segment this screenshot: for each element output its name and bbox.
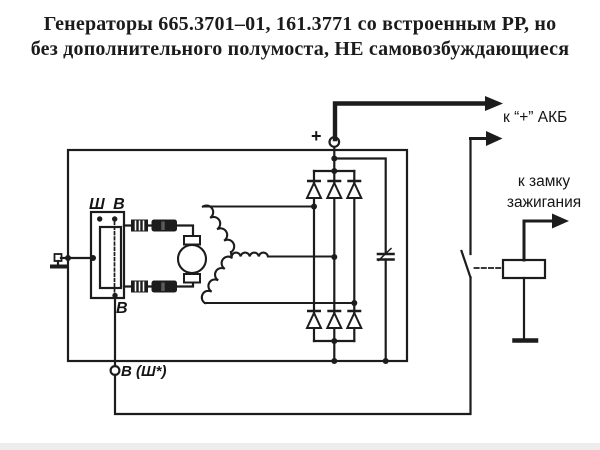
arrow-to-battery-icon bbox=[485, 96, 503, 111]
rotor-with-slip-rings bbox=[176, 235, 208, 284]
stator-winding-star bbox=[200, 204, 356, 305]
plus-terminal-label: + bbox=[311, 126, 322, 146]
to-battery-label: к “+” АКБ bbox=[503, 109, 568, 126]
diode-icon bbox=[345, 179, 363, 199]
arrow-to-ignition-icon bbox=[552, 213, 569, 229]
phase-3-coil bbox=[200, 255, 233, 305]
ignition-lead bbox=[522, 219, 555, 262]
diode-icon bbox=[325, 179, 343, 199]
relay-contact bbox=[460, 137, 503, 279]
to-ignition-line-2: зажигания bbox=[506, 193, 582, 211]
field-terminal bbox=[109, 365, 121, 377]
footer-strip bbox=[0, 443, 600, 450]
regulator-terminals-label: Ш В bbox=[89, 196, 127, 213]
phase-2-coil bbox=[230, 251, 336, 258]
page-title: Генераторы 665.3701–01, 161.3771 со встр… bbox=[0, 12, 600, 61]
diode-icon bbox=[305, 179, 323, 199]
brush-assemblies bbox=[131, 219, 177, 293]
relay-coil bbox=[501, 258, 547, 343]
title-line-1: Генераторы 665.3701–01, 161.3771 со встр… bbox=[43, 13, 557, 35]
suppression-capacitor bbox=[333, 157, 395, 363]
title-line-2: без дополнительного полумоста, НЕ самово… bbox=[30, 37, 570, 60]
to-ignition-label: к замку зажигания bbox=[487, 172, 600, 213]
rectifier-diodes bbox=[305, 179, 363, 329]
regulator-b-terminal-label: В bbox=[116, 300, 128, 317]
diode-icon bbox=[325, 309, 343, 329]
field-terminal-wire bbox=[109, 276, 472, 416]
battery-output-lead bbox=[332, 101, 489, 142]
junction-dots bbox=[65, 155, 389, 364]
to-ignition-line-1: к замку bbox=[517, 173, 571, 190]
chassis-ground-icon bbox=[50, 253, 95, 269]
diode-icon bbox=[345, 309, 363, 329]
arrow-excitation-icon bbox=[486, 131, 503, 146]
voltage-regulator bbox=[89, 210, 126, 300]
brush-spring-stripes bbox=[134, 220, 145, 292]
diode-icon bbox=[305, 309, 323, 329]
field-terminal-label: В (Ш*) bbox=[121, 363, 167, 380]
phase-1-coil bbox=[201, 204, 236, 254]
